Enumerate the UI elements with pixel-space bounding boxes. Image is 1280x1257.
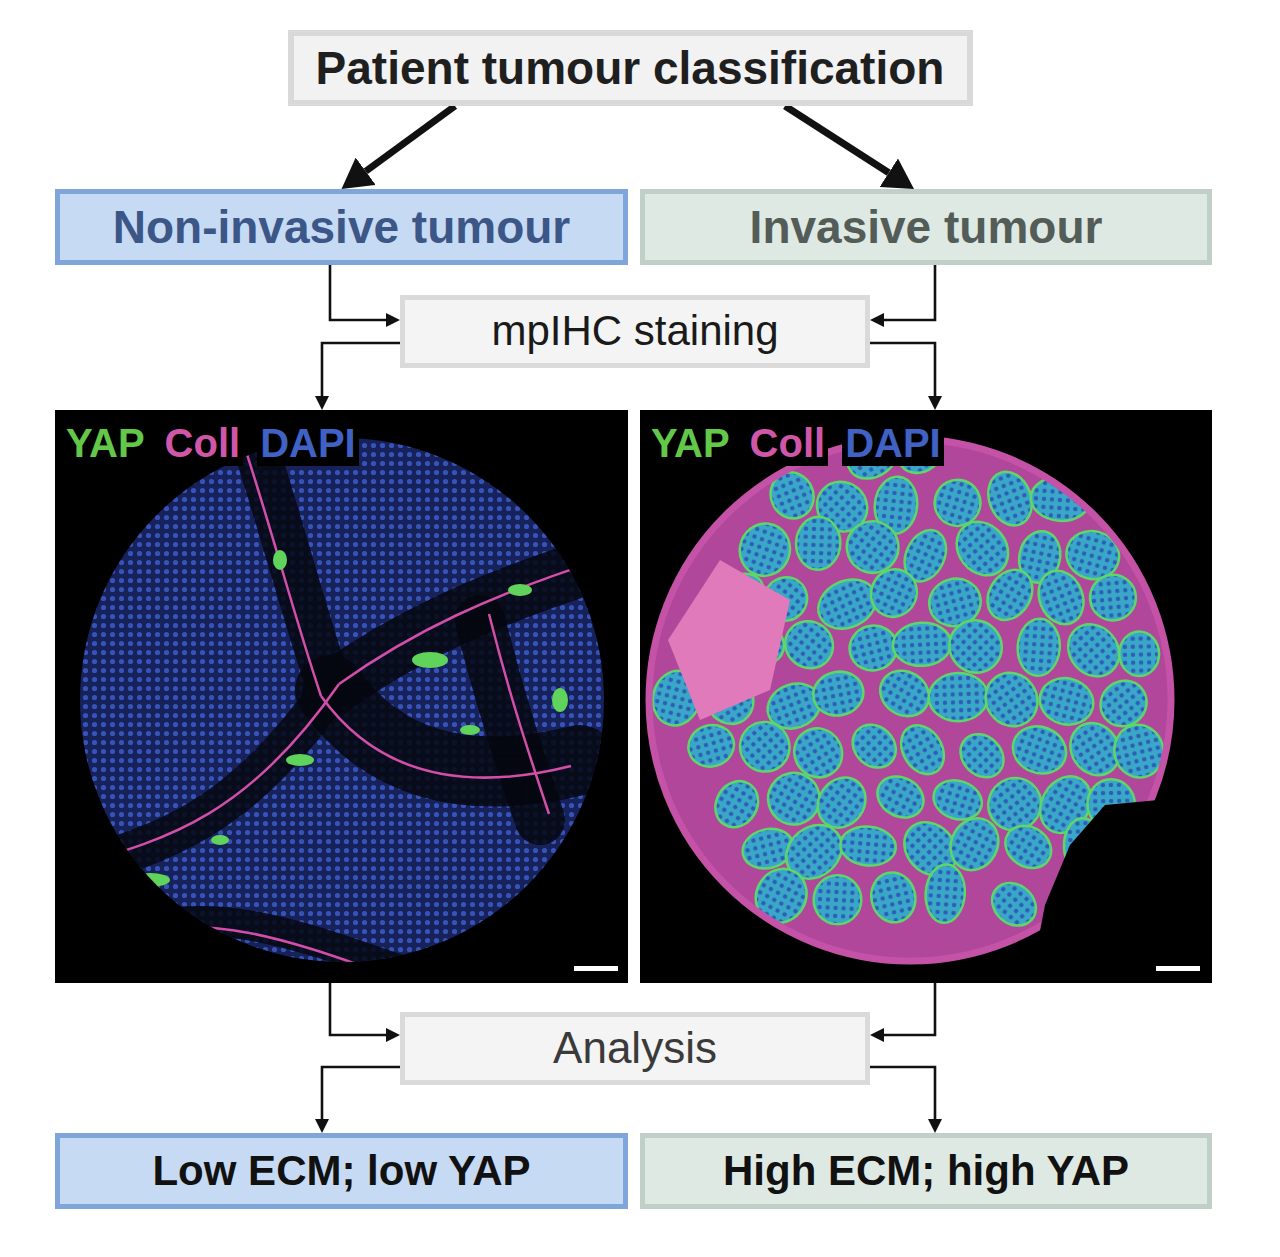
flow-arrow [330, 265, 386, 320]
stroma-band [250, 430, 330, 690]
collagen-region [668, 560, 790, 720]
box-label: Low ECM; low YAP [152, 1147, 530, 1195]
yap-signal [211, 835, 229, 845]
stain-label: Coll [162, 420, 244, 466]
stain-label: DAPI [842, 420, 944, 466]
tumour-lobule [870, 768, 931, 825]
tumour-lobule [997, 817, 1059, 876]
micrograph-ground [640, 410, 1212, 983]
tumour-lobule [928, 672, 989, 722]
tumour-lobule [892, 621, 952, 667]
tumour-lobule [707, 773, 767, 835]
micrograph-ground [55, 410, 628, 983]
tumour-lobule [1016, 617, 1062, 677]
tumour-lobule [1006, 719, 1073, 781]
stain-label: YAP [63, 420, 148, 466]
box-label: Patient tumour classification [316, 42, 945, 95]
tumour-lobule [776, 612, 843, 678]
yap-signal [460, 725, 480, 735]
tissue-core [647, 420, 1212, 983]
group-box: Invasive tumour [640, 189, 1212, 265]
tissue-core [70, 430, 619, 976]
tumour-lobule [866, 868, 920, 927]
box-label: Non-invasive tumour [113, 201, 571, 254]
tumour-lobule [730, 712, 800, 782]
flow-arrow [330, 983, 386, 1035]
tumour-lobule [795, 516, 841, 570]
collagen-fibre [79, 684, 339, 864]
tumour-lobule [1035, 672, 1099, 730]
tumour-lobule [839, 824, 898, 867]
collagen-fibre [121, 927, 391, 976]
stain-label: YAP [648, 420, 733, 466]
thick-arrow [785, 106, 889, 173]
box-label: High ECM; high YAP [723, 1147, 1129, 1195]
flow-arrow [870, 1067, 935, 1119]
tumour-lobule [809, 667, 867, 719]
flow-arrow [322, 343, 400, 396]
tumour-lobule [683, 720, 739, 772]
tumour-lobule [978, 561, 1041, 628]
box-label: mpIHC staining [491, 307, 778, 355]
yap-signal [130, 873, 170, 887]
flow-arrow [870, 343, 935, 396]
stroma-band [130, 921, 400, 970]
yap-signal [412, 652, 448, 668]
process-box: mpIHC staining [400, 295, 870, 368]
yap-signal [508, 584, 532, 596]
tumour-lobule [812, 874, 862, 925]
tumour-lobule [892, 717, 952, 782]
group-box: Non-invasive tumour [55, 189, 628, 265]
missing-tissue [1030, 795, 1212, 983]
tumour-lobule [863, 562, 925, 625]
tumour-lobule [1029, 475, 1091, 523]
classification-box: Patient tumour classification [288, 30, 973, 106]
box-label: Invasive tumour [750, 201, 1103, 254]
tumour-lobule [1119, 631, 1160, 676]
stroma-group [70, 430, 619, 976]
collagen-fibre [241, 436, 321, 696]
stain-label: Coll [747, 420, 829, 466]
tumour-lobule [1088, 573, 1138, 622]
flow-arrow [884, 265, 935, 320]
flow-arrow [322, 1067, 400, 1119]
result-box: Low ECM; low YAP [55, 1133, 628, 1209]
tumour-lobule [952, 725, 1013, 786]
micrograph-panel: YAP Coll DAPI [55, 410, 628, 983]
thick-arrow [366, 106, 455, 171]
stroma-band [480, 620, 540, 820]
tumour-lobule [939, 609, 1013, 683]
stroma-band [70, 690, 330, 870]
tumour-lobule [872, 662, 938, 725]
scale-bar [574, 966, 618, 971]
flow-arrow [884, 983, 935, 1035]
result-box: High ECM; high YAP [640, 1133, 1212, 1209]
collagen-fibre [339, 554, 619, 684]
yap-signal [286, 754, 314, 766]
tumour-lobule [746, 860, 816, 932]
tumour-lobule [844, 716, 905, 776]
yap-signal [552, 688, 568, 712]
scale-bar [1156, 966, 1200, 971]
yap-signal [273, 550, 287, 570]
tumour-lobule [924, 863, 967, 924]
collagen-fibre [489, 614, 549, 814]
box-label: Analysis [553, 1023, 717, 1074]
micrograph-panel: YAP Coll DAPI [640, 410, 1212, 983]
stain-label: DAPI [257, 420, 359, 466]
process-box: Analysis [400, 1012, 870, 1085]
